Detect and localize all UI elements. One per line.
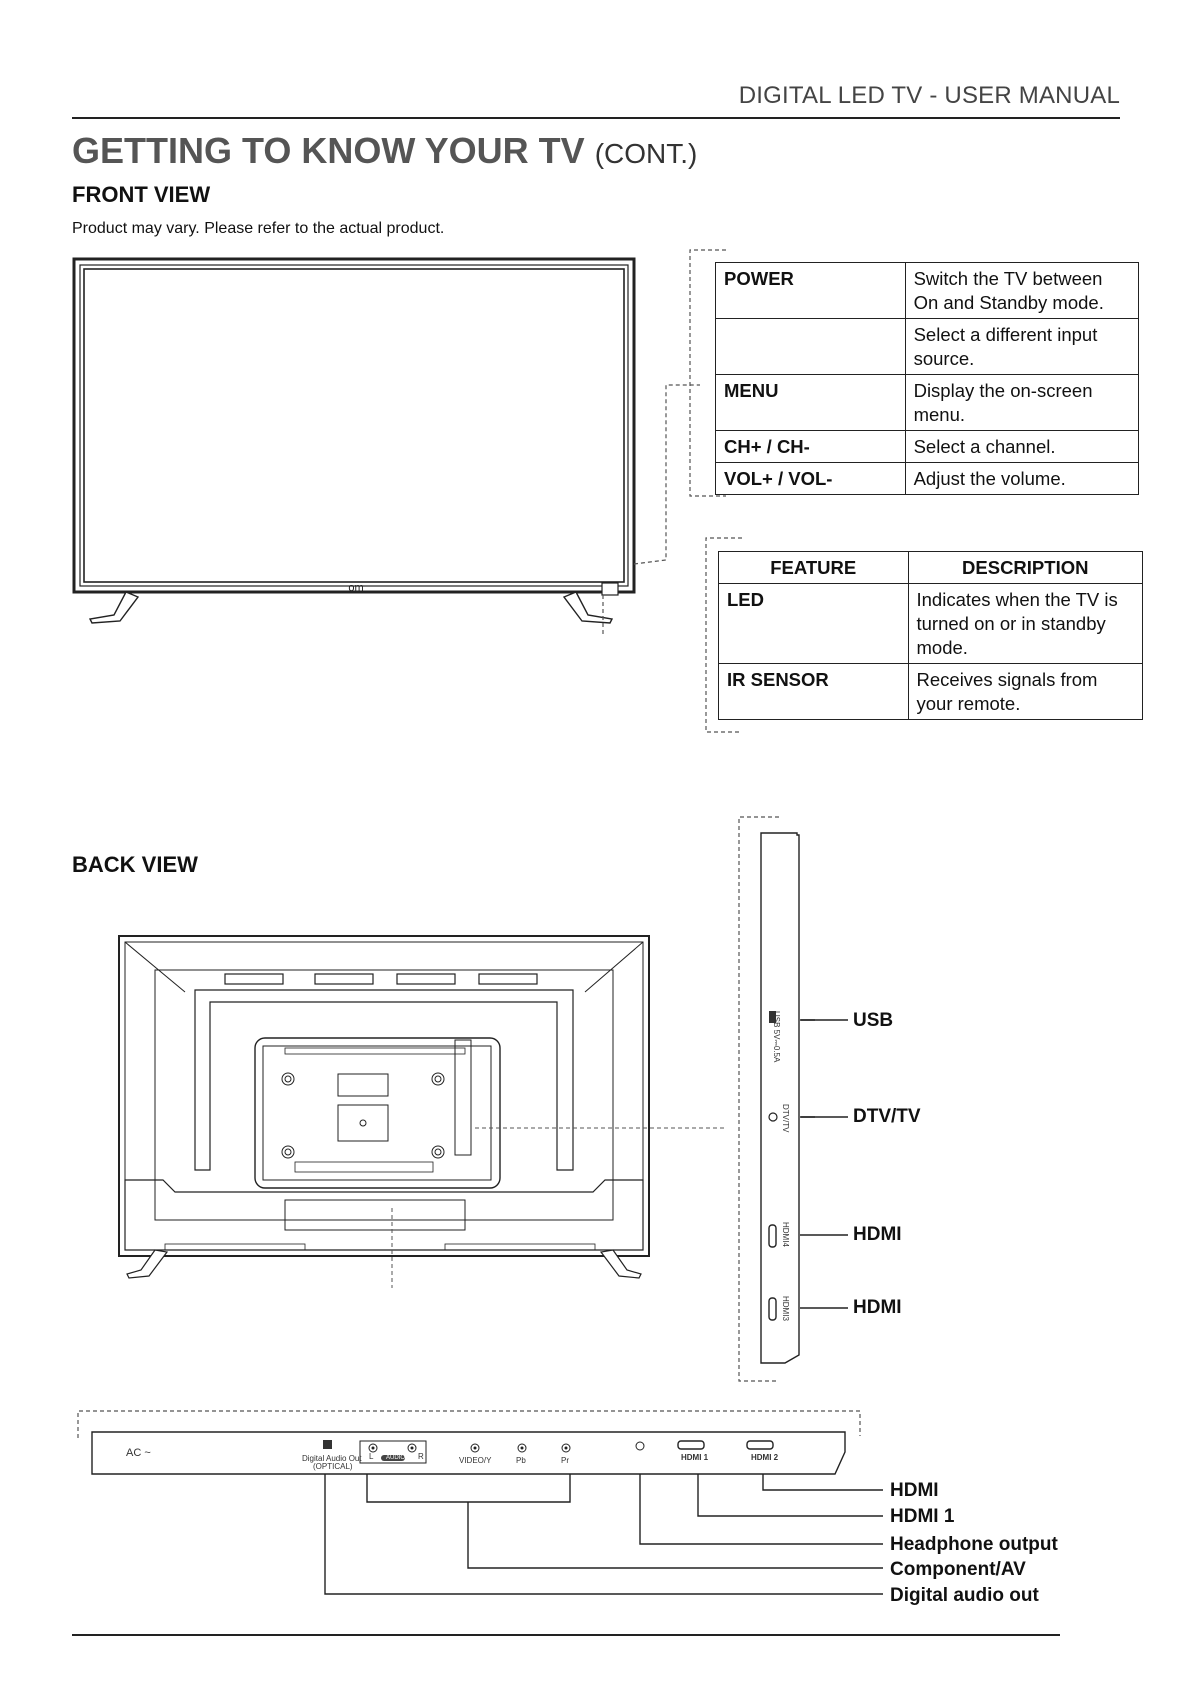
side-callout-leaders <box>800 1019 848 1309</box>
hdmi1-port-label: HDMI 1 <box>681 1453 709 1462</box>
callout-headphone-output: Headphone output <box>890 1534 1058 1555</box>
hdmi2-port-label: HDMI 2 <box>751 1453 779 1462</box>
callout-hdmi-bottom: HDMI <box>890 1480 939 1501</box>
table-row: VOL+ / VOL- Adjust the volume. <box>715 462 1140 495</box>
callout-digital-audio-out: Digital audio out <box>890 1585 1039 1606</box>
callout-hdmi1: HDMI 1 <box>890 1506 955 1527</box>
usb-port-label: USB 5V⎓0.5A <box>772 1011 781 1063</box>
audio-in-label: AUDIO IN <box>386 1455 413 1461</box>
table-header-row: FEATURE DESCRIPTION <box>718 551 1143 584</box>
hdmi3-port-label: HDMI3 <box>781 1296 790 1321</box>
video-y-label: VIDEO/Y <box>459 1456 492 1465</box>
feature-table-bracket <box>705 537 742 733</box>
button-name <box>715 318 906 375</box>
page-title: GETTING TO KNOW YOUR TV (CONT.) <box>72 130 697 172</box>
bottom-panel-illustration <box>77 1410 883 1595</box>
ac-port-label: AC ~ <box>126 1447 151 1459</box>
hdmi4-port-label: HDMI4 <box>781 1222 790 1247</box>
column-header: DESCRIPTION <box>907 551 1143 584</box>
manual-title: DIGITAL LED TV - USER MANUAL <box>738 82 1120 109</box>
audio-l-label: L <box>369 1452 374 1461</box>
tv-back-illustration <box>118 935 727 1288</box>
header-rule <box>72 117 1120 119</box>
button-name: MENU <box>715 374 906 431</box>
pb-label: Pb <box>516 1456 526 1465</box>
page-title-suffix: (CONT.) <box>594 138 698 169</box>
product-note: Product may vary. Please refer to the ac… <box>72 220 445 237</box>
tv-logo: om <box>348 582 363 594</box>
optical-port-label: Digital Audio Out <box>302 1454 362 1463</box>
feature-name: IR SENSOR <box>718 663 909 720</box>
optical-port-sublabel: (OPTICAL) <box>313 1462 353 1471</box>
feature-name: LED <box>718 583 909 664</box>
callout-hdmi-side-b: HDMI <box>853 1297 902 1318</box>
buttons-table-bracket <box>689 249 726 497</box>
dtv-port-label: DTV/TV <box>781 1104 790 1133</box>
feature-table: FEATURE DESCRIPTION LED Indicates when t… <box>718 551 1143 720</box>
tv-front-illustration: om <box>72 257 700 635</box>
side-panel-illustration <box>738 816 815 1382</box>
pr-label: Pr <box>561 1456 569 1465</box>
front-view-heading: FRONT VIEW <box>72 182 211 207</box>
column-header: FEATURE <box>718 551 909 584</box>
callout-usb: USB <box>853 1010 894 1031</box>
audio-r-label: R <box>418 1452 424 1461</box>
callout-dtv-tv: DTV/TV <box>853 1106 921 1127</box>
back-view-heading: BACK VIEW <box>72 852 198 877</box>
button-desc: Adjust the volume. <box>904 462 1140 495</box>
button-name: VOL+ / VOL- <box>715 462 906 495</box>
page-title-text: GETTING TO KNOW YOUR TV <box>72 130 585 171</box>
table-row: CH+ / CH- Select a channel. <box>715 430 1140 463</box>
button-name: POWER <box>715 262 906 319</box>
button-desc: Select a channel. <box>904 430 1140 463</box>
button-name: CH+ / CH- <box>715 430 906 463</box>
callout-component-av: Component/AV <box>890 1559 1026 1580</box>
callout-hdmi-side-a: HDMI <box>853 1224 902 1245</box>
footer-rule <box>72 1634 1060 1636</box>
